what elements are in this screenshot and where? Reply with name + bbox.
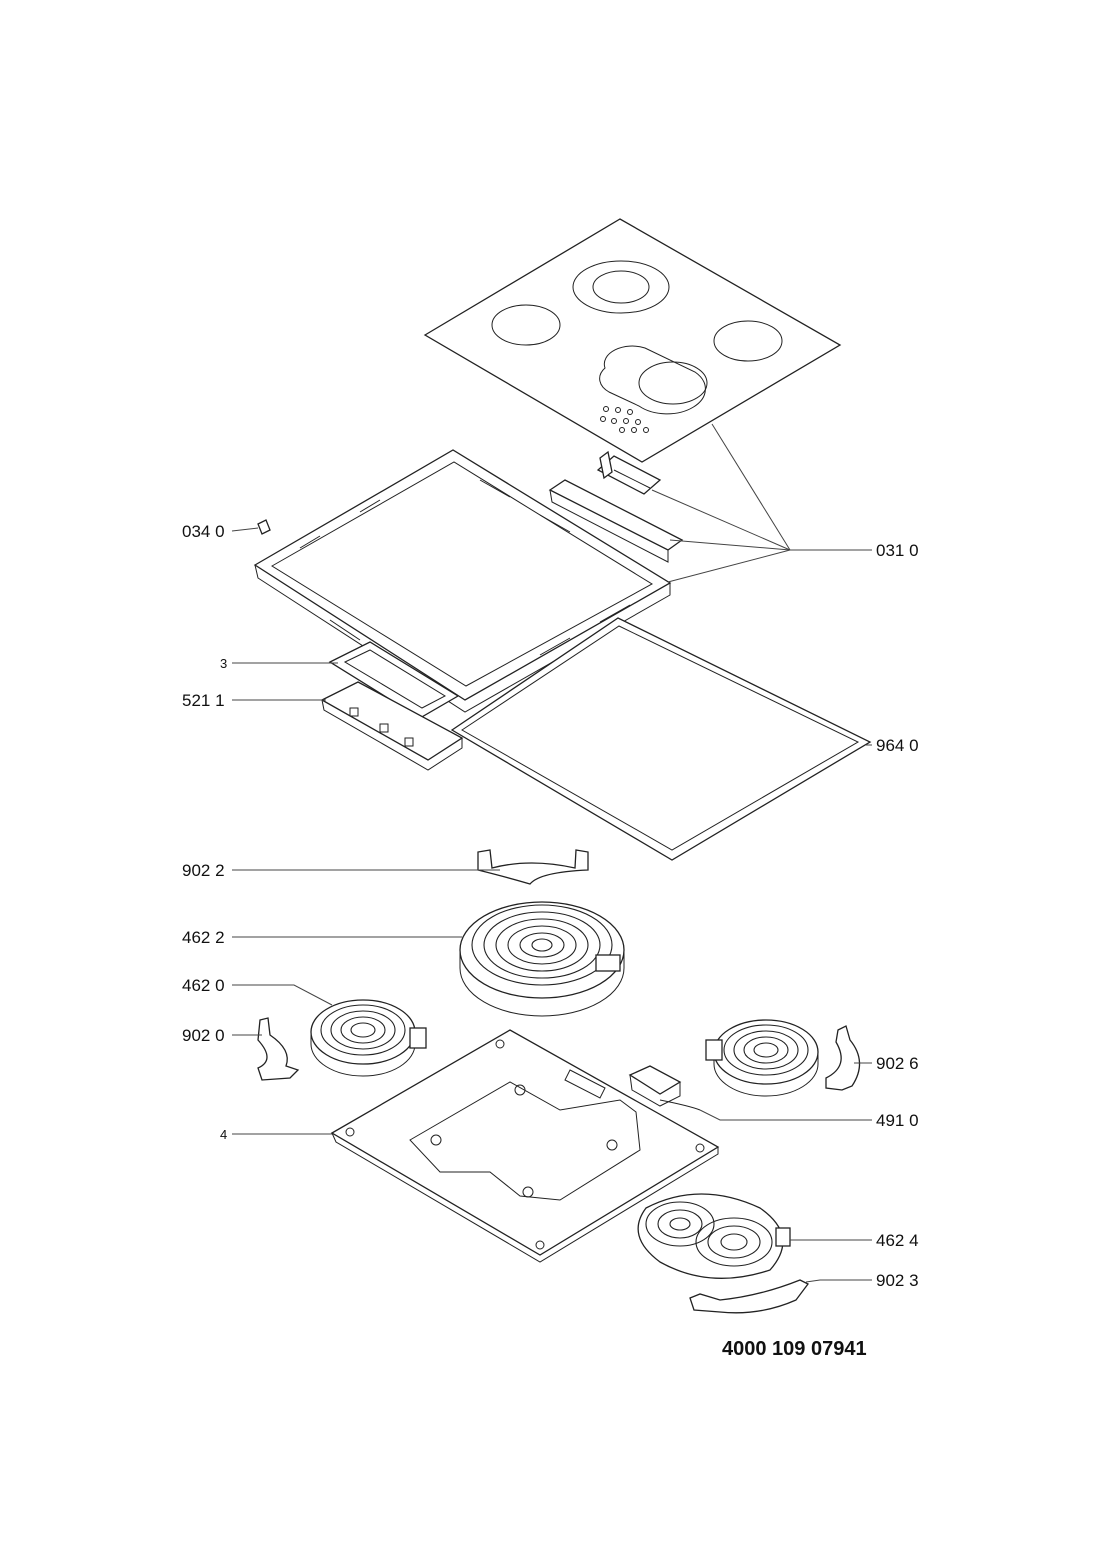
- label-902-0: 902 0: [182, 1026, 225, 1045]
- control-touch-dots: [600, 406, 649, 433]
- document-number: 4000 109 07941: [722, 1338, 867, 1360]
- radiant-heater-small-left: [310, 999, 427, 1077]
- label-902-6: 902 6: [876, 1054, 919, 1073]
- terminal-block: [628, 1065, 701, 1111]
- radiant-heater-oval: [637, 1193, 791, 1279]
- label-491-0: 491 0: [876, 1111, 919, 1130]
- heater-bracket-902-6: [825, 1025, 861, 1091]
- label-964-0: 964 0: [876, 736, 919, 755]
- label-902-2: 902 2: [182, 861, 225, 880]
- electronic-control-board: [320, 681, 464, 771]
- leader-lines: [231, 423, 872, 1283]
- radiant-heater-large: [459, 901, 625, 1017]
- glass-cooktop-plate: [423, 218, 842, 463]
- label-902-3: 902 3: [876, 1271, 919, 1290]
- radiant-heater-small-right: [705, 1019, 819, 1097]
- perimeter-seal: [450, 617, 872, 861]
- label-462-0: 462 0: [182, 976, 225, 995]
- fixing-bracket-small: [596, 450, 662, 495]
- label-034-0: 034 0: [182, 522, 225, 541]
- cooktop-frame: [253, 449, 672, 713]
- label-3: 3: [220, 656, 227, 671]
- heater-bracket-902-3: [689, 1279, 809, 1314]
- clip-part: [257, 519, 271, 535]
- label-462-2: 462 2: [182, 928, 225, 947]
- label-462-4: 462 4: [876, 1231, 919, 1250]
- part-number-labels: 034 0 031 0 3 521 1 964 0 902 2 462 2 46…: [182, 522, 919, 1290]
- label-4: 4: [220, 1127, 227, 1142]
- heater-bracket-902-2: [477, 849, 589, 885]
- heater-bracket-902-0: [257, 1017, 300, 1081]
- label-521-1: 521 1: [182, 691, 225, 710]
- fixing-bracket-long: [548, 479, 684, 563]
- bottom-tray: [330, 1029, 720, 1263]
- label-031-0: 031 0: [876, 541, 919, 560]
